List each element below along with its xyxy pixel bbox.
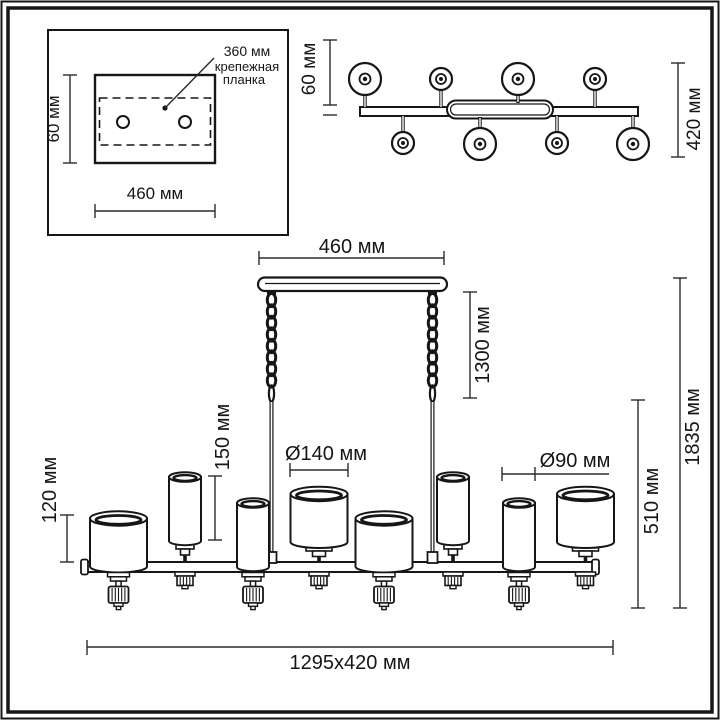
- large-shade-height-label: 120 мм: [39, 457, 61, 523]
- large-shade-diameter-dimension: Ø140 мм: [285, 443, 367, 477]
- shade-2-narrow-high: [167, 471, 203, 547]
- small-shade-diameter-dimension: Ø90 мм: [501, 450, 611, 481]
- top-view-lamp-7: [544, 130, 570, 156]
- top-view-lamp-3: [500, 61, 536, 97]
- finial-short-2: [174, 571, 196, 590]
- top-view-lamp-2: [428, 66, 454, 92]
- shade-7-narrow-low: [501, 497, 537, 573]
- total-height-label: 1835 мм: [682, 388, 704, 466]
- shade-5-wide-low: [354, 509, 414, 574]
- overall-size-dimension: 1295x420 мм: [86, 640, 614, 674]
- shade-8-wide-high: [555, 485, 616, 550]
- bracket-dashed-outline: [98, 97, 212, 146]
- chain-right: [426, 291, 439, 404]
- mounting-plate: [93, 73, 217, 165]
- top-view: 60 мм 420 мм: [299, 39, 705, 162]
- top-view-depth-label: 420 мм: [684, 87, 705, 150]
- mounting-plate-inset: 360 мм крепежная планка 60 мм 460 мм: [44, 29, 289, 236]
- shade-1-wide-low: [88, 509, 149, 574]
- finial-long-7: [507, 571, 531, 611]
- rod-right-connector: [426, 551, 439, 564]
- inset-height-dimension: 60 мм: [44, 74, 77, 164]
- inset-height-label: 60 мм: [44, 95, 63, 142]
- top-view-lamp-6: [462, 126, 498, 162]
- body-height-dimension: 510 мм: [631, 399, 663, 609]
- leader-line: [164, 57, 215, 109]
- top-view-lamp-1: [347, 61, 383, 97]
- top-view-canopy: [446, 99, 554, 120]
- inset-width-label: 460 мм: [127, 184, 183, 203]
- top-view-lamp-5: [390, 130, 416, 156]
- small-shade-diameter-label: Ø90 мм: [540, 450, 611, 472]
- finial-long-1: [106, 571, 131, 611]
- body-height-label: 510 мм: [641, 468, 663, 534]
- top-view-canopy-inner: [449, 103, 551, 116]
- finial-short-6: [442, 571, 464, 590]
- bracket-caption-line1: крепежная: [215, 59, 279, 74]
- top-view-lamp-8: [615, 126, 651, 162]
- inset-width-dimension: 460 мм: [94, 184, 216, 218]
- finial-short-8: [574, 571, 597, 590]
- canopy-width-dimension: 460 мм: [258, 236, 445, 265]
- top-view-lamp-4: [582, 66, 608, 92]
- suspension-height-label: 1300 мм: [472, 306, 494, 384]
- overall-size-label: 1295x420 мм: [290, 652, 411, 674]
- large-shade-height-dimension: 120 мм: [39, 457, 74, 563]
- total-height-dimension: 1835 мм: [673, 277, 704, 609]
- finial-short-4: [308, 571, 330, 590]
- bracket-caption-line2: планка: [223, 72, 266, 87]
- inset-border: [47, 29, 289, 236]
- mounting-hole-left: [116, 115, 130, 129]
- canopy: [256, 276, 449, 293]
- shade-3-narrow-low: [235, 497, 271, 573]
- shade-6-narrow-high: [435, 471, 471, 547]
- top-view-depth-dimension: 420 мм: [671, 62, 705, 158]
- top-view-offset-label: 60 мм: [299, 43, 320, 96]
- arm-bar-left-cap: [80, 558, 89, 576]
- top-view-offset-dimension: 60 мм: [299, 39, 337, 116]
- finial-long-5: [372, 571, 396, 611]
- front-view: 460 мм 1300 мм 150 мм 120 мм Ø140 мм: [39, 236, 704, 674]
- bracket-length-label: 360 мм: [224, 43, 271, 59]
- mounting-hole-right: [178, 115, 192, 129]
- finial-long-3: [241, 571, 265, 611]
- small-shade-height-dimension: 150 мм: [208, 404, 234, 541]
- suspension-height-dimension: 1300 мм: [463, 291, 494, 399]
- large-shade-diameter-label: Ø140 мм: [285, 443, 367, 465]
- shade-4-wide-high: [289, 485, 349, 550]
- small-shade-height-label: 150 мм: [212, 404, 234, 470]
- canopy-width-label: 460 мм: [319, 236, 385, 258]
- chain-left: [265, 291, 278, 404]
